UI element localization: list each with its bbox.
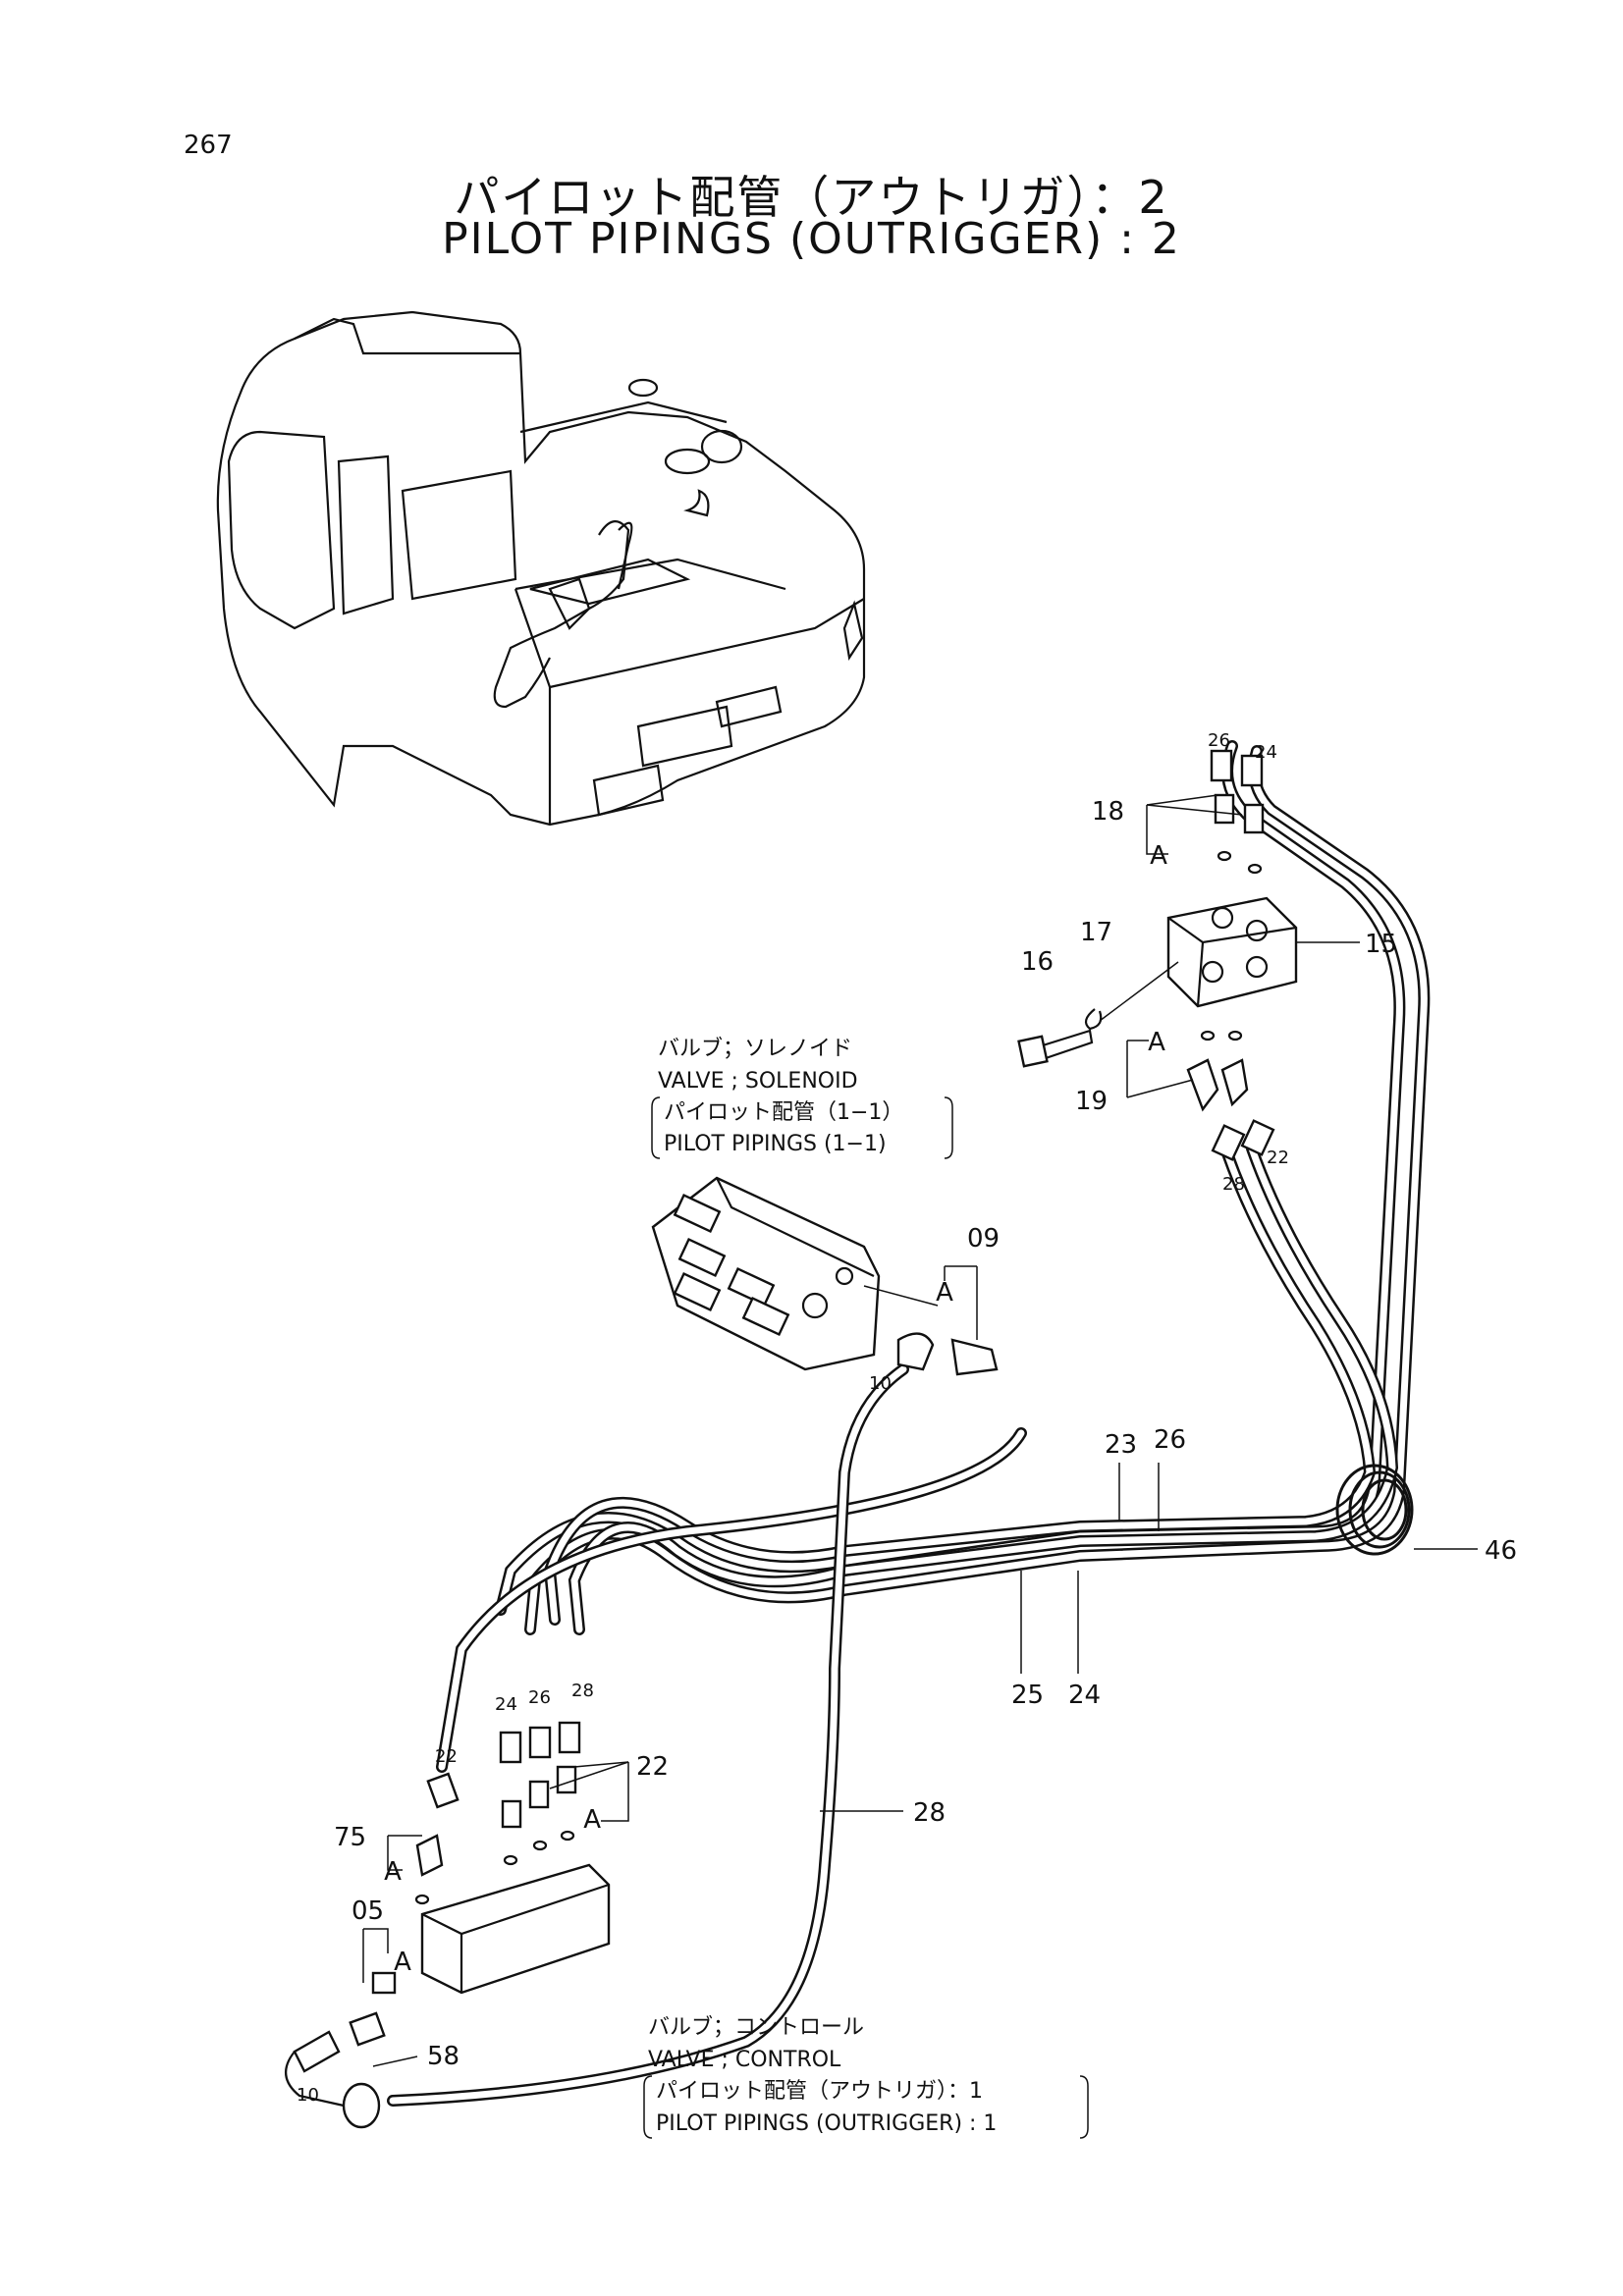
callout-09: 09 (967, 1224, 1000, 1254)
callout-22: 22 (636, 1752, 669, 1782)
note-solenoid-line2: VALVE ; SOLENOID (658, 1069, 858, 1094)
callout-15: 15 (1365, 930, 1397, 959)
callout-a-05: A (394, 1948, 411, 1977)
callout-16: 16 (1021, 947, 1054, 977)
note-control-line1: バルブ；コントロール (648, 2015, 864, 2040)
callout-05: 05 (352, 1896, 384, 1926)
hose-mark-10-valve: 10 (869, 1373, 892, 1394)
callout-28: 28 (913, 1798, 946, 1828)
callout-a-control: A (583, 1805, 601, 1835)
hose-mark-24-top: 24 (1255, 742, 1277, 763)
leader-lines (362, 794, 1478, 2067)
control-valve (285, 1721, 611, 2129)
title-english: PILOT PIPINGS (OUTRIGGER) : 2 (442, 214, 1181, 264)
note-solenoid-line4: PILOT PIPINGS (1−1) (664, 1132, 887, 1156)
note-solenoid-valve: バルブ；ソレノイド VALVE ; SOLENOID パイロット配管（1−1） … (651, 1037, 953, 1159)
hose-mark-10-control: 10 (297, 2085, 319, 2106)
callout-a-upper: A (1150, 841, 1167, 871)
page-number: 267 (184, 131, 233, 160)
callout-24: 24 (1068, 1681, 1101, 1710)
excavator-upper-structure (216, 310, 866, 827)
hose-mark-24-bottom: 24 (495, 1694, 517, 1715)
callout-17: 17 (1080, 918, 1112, 947)
callout-a-mid: A (1148, 1028, 1165, 1057)
note-control-line3: パイロット配管（アウトリガ）：1 (656, 2079, 983, 2104)
hose-mark-26-top: 26 (1208, 730, 1230, 751)
note-solenoid-line3: パイロット配管（1−1） (664, 1100, 903, 1125)
note-control-line4: PILOT PIPINGS (OUTRIGGER) : 1 (656, 2111, 997, 2136)
fittings-upper (1186, 749, 1275, 1161)
hose-mark-28-bottom: 28 (571, 1681, 594, 1701)
manifold-block (1166, 896, 1298, 1008)
hose-mark-22-top: 22 (1267, 1148, 1289, 1168)
hose-mark-22-left: 22 (435, 1746, 458, 1767)
callout-25: 25 (1011, 1681, 1044, 1710)
callout-a-75: A (384, 1857, 402, 1887)
note-control-valve: バルブ；コントロール VALVE ; CONTROL パイロット配管（アウトリガ… (643, 2015, 1089, 2139)
callout-26: 26 (1154, 1425, 1186, 1455)
note-solenoid-line1: バルブ；ソレノイド (658, 1037, 852, 1061)
callout-46: 46 (1485, 1536, 1517, 1566)
callout-75: 75 (334, 1823, 366, 1852)
hose-mark-26-bottom: 26 (528, 1687, 551, 1708)
note-control-line2: VALVE ; CONTROL (648, 2048, 841, 2072)
title-japanese: パイロット配管（アウトリガ）：2 (454, 171, 1169, 224)
callout-18: 18 (1092, 797, 1124, 827)
callout-a-valve: A (936, 1278, 953, 1308)
callout-58: 58 (427, 2042, 460, 2071)
callout-19: 19 (1075, 1087, 1108, 1116)
callout-23: 23 (1105, 1430, 1137, 1460)
solenoid-valve (651, 1176, 999, 1376)
bolt-and-washer (1017, 961, 1179, 1068)
hose-mark-28-top: 28 (1222, 1174, 1245, 1195)
hose-bundle (387, 740, 1431, 2107)
